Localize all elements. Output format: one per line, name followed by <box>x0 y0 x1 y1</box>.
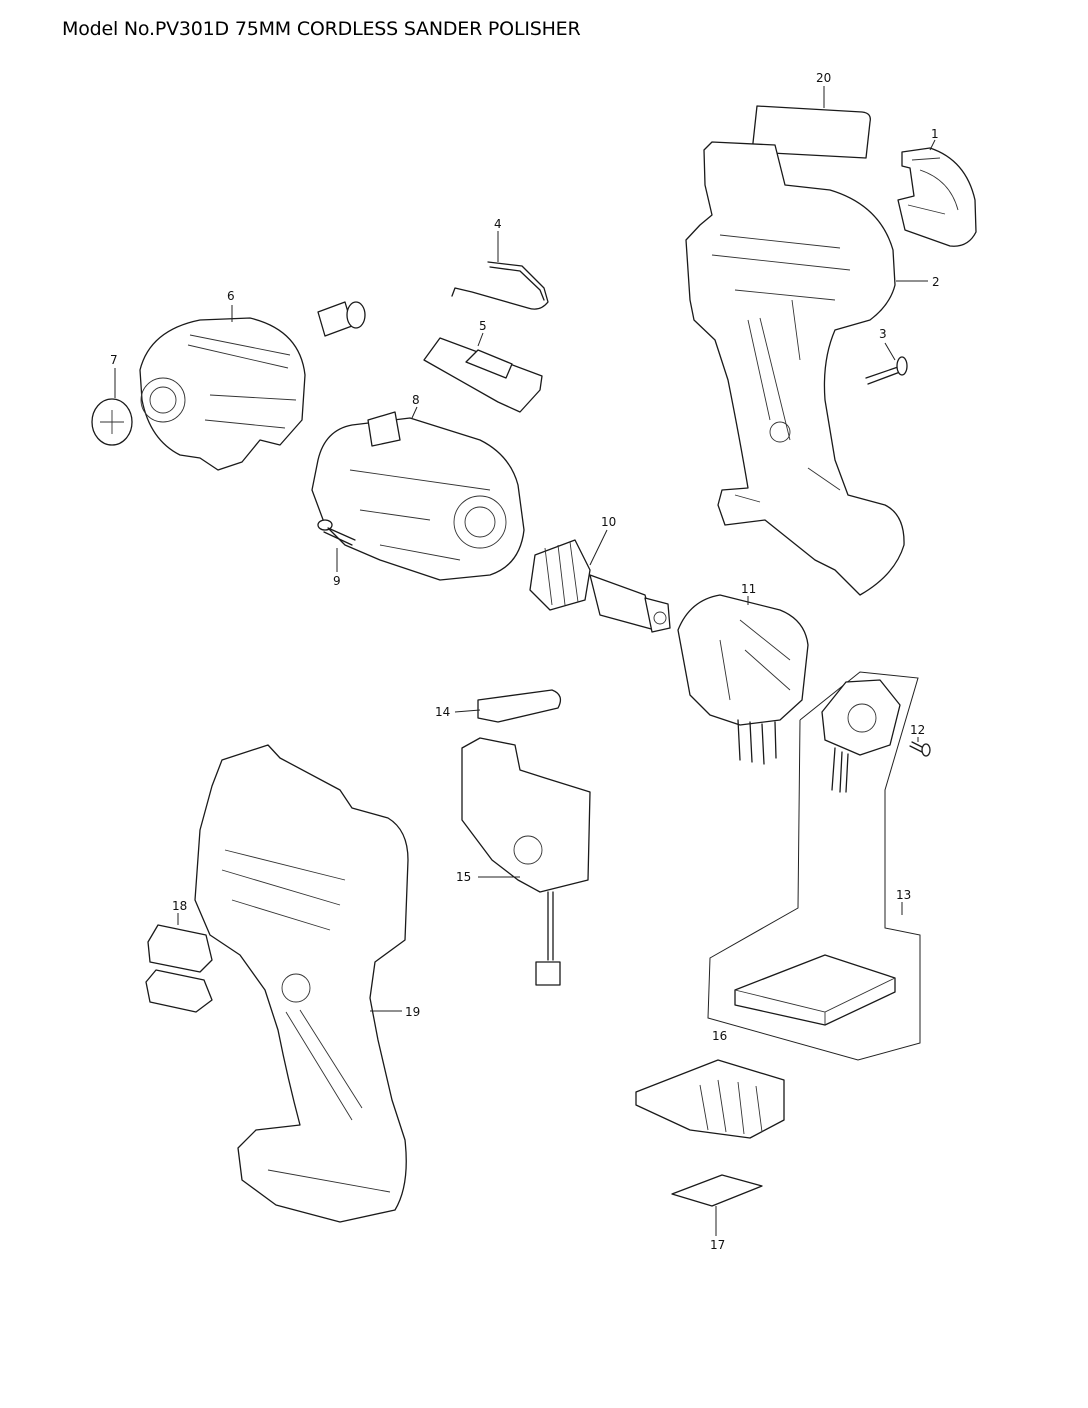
part-9-screw: 9 <box>317 519 356 588</box>
part-16-controller: 16 <box>712 954 896 1043</box>
callout-9: 9 <box>333 574 341 588</box>
part-13-controller-group: 13 <box>707 671 921 1061</box>
callout-6: 6 <box>227 289 235 303</box>
callout-5: 5 <box>479 319 487 333</box>
callout-14: 14 <box>435 705 450 719</box>
callout-12: 12 <box>910 723 925 737</box>
part-4-spring: 4 <box>451 217 549 310</box>
callout-15: 15 <box>456 870 471 884</box>
part-18-rear-cover: 18 <box>145 899 213 1013</box>
part-7-cap: 7 <box>91 353 133 446</box>
part-8-motor-housing: 8 <box>311 393 525 581</box>
page-title: Model No.PV301D 75MM CORDLESS SANDER POL… <box>62 18 581 40</box>
part-11-stator: 11 <box>677 582 809 765</box>
terminal-block <box>635 1059 785 1139</box>
callout-2: 2 <box>932 275 940 289</box>
callout-1: 1 <box>931 127 939 141</box>
callout-16: 16 <box>712 1029 727 1043</box>
part-20-label: 20 <box>751 71 871 159</box>
knob-screw <box>317 301 366 337</box>
part-3-screw: 3 <box>865 327 908 385</box>
callout-18: 18 <box>172 899 187 913</box>
callout-13: 13 <box>896 888 911 902</box>
callout-20: 20 <box>816 71 831 85</box>
part-2-housing-half: 2 <box>685 141 940 596</box>
callout-8: 8 <box>412 393 420 407</box>
part-12-screw: 12 <box>909 723 931 757</box>
part-1-rear-cap: 1 <box>897 127 977 247</box>
part-15-switch: 15 <box>456 737 591 986</box>
part-10-armature: 10 <box>529 515 671 633</box>
callout-7: 7 <box>110 353 118 367</box>
callout-4: 4 <box>494 217 502 231</box>
part-14-switch-lever: 14 <box>435 689 562 723</box>
callout-3: 3 <box>879 327 887 341</box>
callout-19: 19 <box>405 1005 420 1019</box>
part-5-switch-plate: 5 <box>423 319 543 413</box>
callout-11: 11 <box>741 582 756 596</box>
part-17-insulation-pad: 17 <box>671 1174 763 1252</box>
callout-17: 17 <box>710 1238 725 1252</box>
part-19-housing-half: 19 <box>194 744 420 1223</box>
callout-10: 10 <box>601 515 616 529</box>
part-6-gear-housing: 6 <box>139 289 306 471</box>
